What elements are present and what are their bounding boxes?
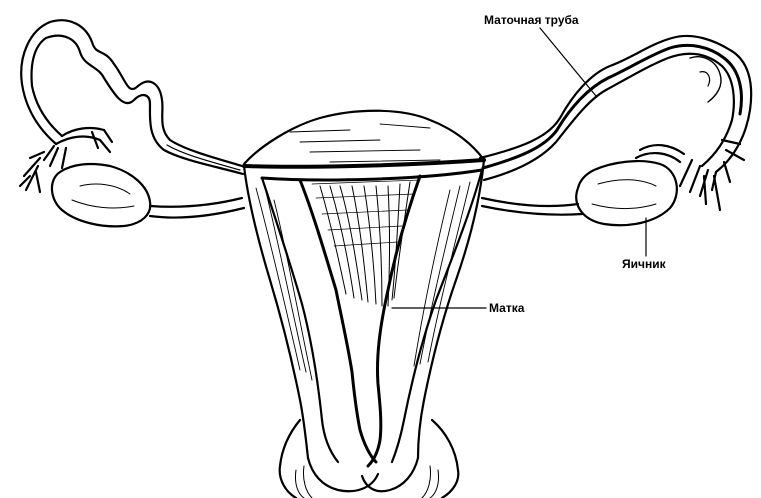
left-fallopian-tube xyxy=(21,20,243,174)
label-uterus: Матка xyxy=(489,302,524,314)
right-fallopian-tube xyxy=(480,36,751,180)
right-ovary xyxy=(482,161,677,256)
uterus-fundus xyxy=(244,111,484,180)
right-fimbriae xyxy=(636,140,744,210)
uterine-cavity xyxy=(300,176,420,466)
uterus-body xyxy=(244,160,484,462)
label-ovary: Яичник xyxy=(622,258,666,270)
left-ovary xyxy=(52,164,244,226)
cervix xyxy=(280,420,459,498)
leader-lines xyxy=(392,28,596,308)
left-fimbriae xyxy=(20,128,112,192)
label-fallopian-tube: Маточная труба xyxy=(484,14,579,26)
